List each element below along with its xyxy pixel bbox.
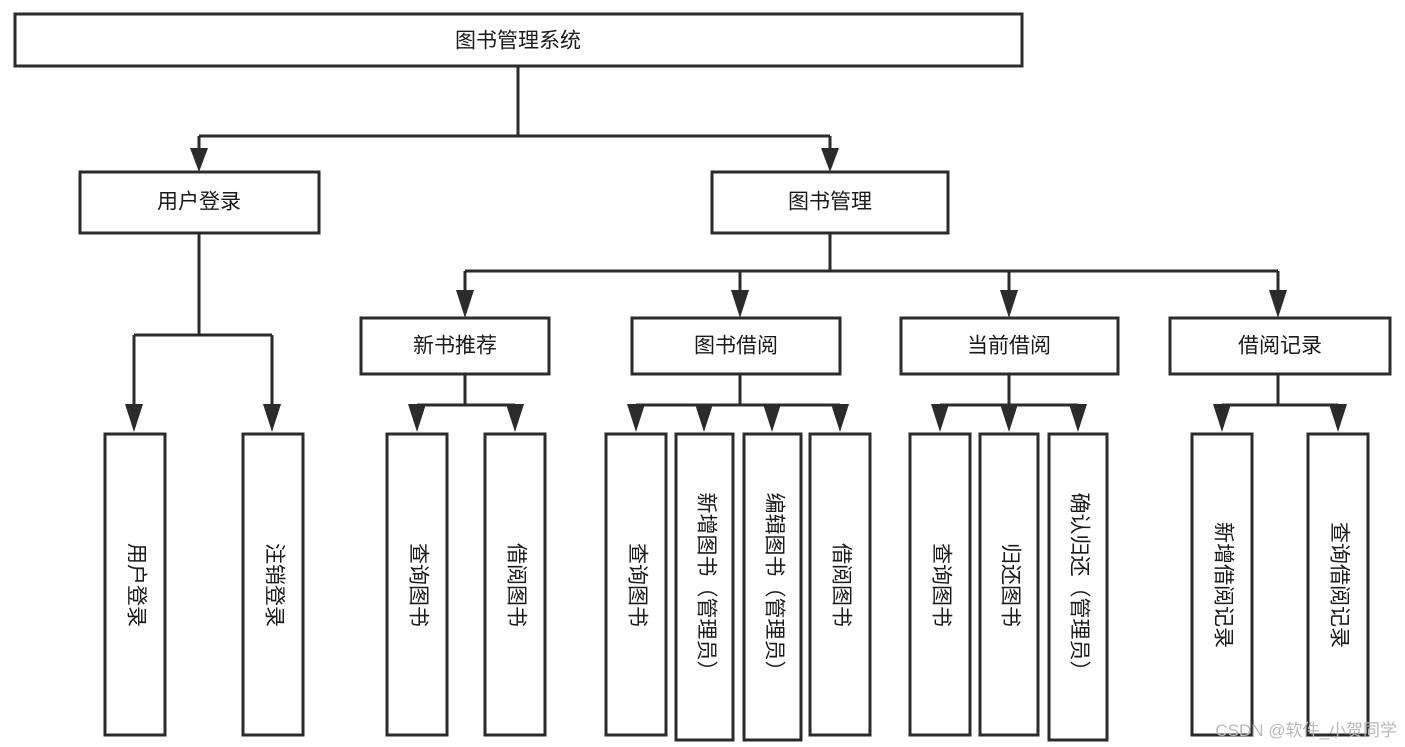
- node-user-login-box[interactable]: [78, 170, 321, 235]
- node-new-book-recommend-box[interactable]: [359, 316, 551, 376]
- node-root[interactable]: 图书管理系统: [13, 12, 1024, 68]
- node-book-borrow-box[interactable]: [630, 316, 842, 376]
- leaf-current-return-book[interactable]: 归还图书: [978, 432, 1040, 737]
- leaf-record-query[interactable]: 查询借阅记录: [1306, 432, 1370, 737]
- connector-layer: [125, 66, 1347, 432]
- leaf-recommend-borrow-book-box[interactable]: [483, 432, 547, 737]
- leaf-user-login[interactable]: 用户登录: [103, 432, 167, 737]
- arrow-book-borrow-leaf4: [831, 404, 849, 432]
- leaf-borrow-edit-book-label: 编辑图书（管理员）: [762, 493, 785, 682]
- leaf-borrow-borrow-book[interactable]: 借阅图书: [808, 432, 872, 737]
- node-borrow-record-box[interactable]: [1168, 316, 1392, 376]
- node-borrow-record[interactable]: 借阅记录: [1168, 316, 1392, 376]
- leaf-current-return-book-box[interactable]: [978, 432, 1040, 737]
- leaf-recommend-borrow-book-label: 借阅图书: [504, 543, 527, 627]
- leaf-borrow-add-book-label: 新增图书（管理员）: [694, 493, 717, 682]
- arrow-to-user-login: [190, 148, 208, 172]
- leaf-record-query-box[interactable]: [1306, 432, 1370, 737]
- leaf-record-add[interactable]: 新增借阅记录: [1190, 432, 1254, 737]
- node-new-book-recommend[interactable]: 新书推荐: [359, 316, 551, 376]
- leaf-user-logout[interactable]: 注销登录: [241, 432, 305, 737]
- leaf-current-return-book-label: 归还图书: [998, 543, 1021, 627]
- arrow-to-current-borrow: [1000, 290, 1018, 318]
- node-user-login-label: 用户登录: [157, 191, 241, 214]
- leaf-record-query-label: 查询借阅记录: [1327, 522, 1350, 648]
- leaf-record-add-label: 新增借阅记录: [1211, 522, 1234, 648]
- leaf-recommend-query-book-box[interactable]: [385, 432, 449, 737]
- leaf-borrow-borrow-book-label: 借阅图书: [829, 543, 852, 627]
- leaf-borrow-borrow-book-box[interactable]: [808, 432, 872, 737]
- leaf-borrow-add-book[interactable]: 新增图书（管理员）: [674, 432, 735, 742]
- leaf-borrow-edit-book-box[interactable]: [742, 432, 803, 742]
- leaf-recommend-query-book-label: 查询图书: [406, 543, 429, 627]
- arrow-current-borrow-leaf2: [1000, 404, 1018, 432]
- arrow-user-login-leaf2: [263, 404, 281, 432]
- arrow-to-book-manage: [821, 148, 839, 172]
- arrow-borrow-record-leaf2: [1329, 404, 1347, 432]
- leaf-user-logout-label: 注销登录: [262, 543, 285, 627]
- node-current-borrow-label: 当前借阅: [967, 335, 1051, 358]
- arrow-new-book-leaf1: [408, 404, 426, 432]
- arrow-to-new-book: [456, 290, 474, 318]
- node-book-borrow[interactable]: 图书借阅: [630, 316, 842, 376]
- leaf-borrow-edit-book[interactable]: 编辑图书（管理员）: [742, 432, 803, 742]
- leaf-borrow-query-book-label: 查询图书: [625, 543, 648, 627]
- node-book-manage[interactable]: 图书管理: [710, 170, 950, 235]
- leaf-user-logout-box[interactable]: [241, 432, 305, 737]
- arrow-book-borrow-leaf1: [627, 404, 645, 432]
- leaf-borrow-add-book-box[interactable]: [674, 432, 735, 742]
- node-root-label: 图书管理系统: [455, 30, 581, 53]
- node-root-box[interactable]: [13, 12, 1024, 68]
- leaf-record-add-box[interactable]: [1190, 432, 1254, 737]
- node-borrow-record-label: 借阅记录: [1238, 335, 1322, 358]
- leaf-current-query-book-label: 查询图书: [929, 543, 952, 627]
- node-book-manage-box[interactable]: [710, 170, 950, 235]
- leaf-user-login-box[interactable]: [103, 432, 167, 737]
- arrow-new-book-leaf2: [506, 404, 524, 432]
- leaf-current-confirm-return-label: 确认归还（管理员）: [1067, 493, 1090, 682]
- leaf-current-confirm-return-box[interactable]: [1047, 432, 1109, 742]
- arrow-current-borrow-leaf1: [931, 404, 949, 432]
- arrow-book-borrow-leaf2: [695, 404, 713, 432]
- node-current-borrow[interactable]: 当前借阅: [899, 316, 1120, 376]
- node-current-borrow-box[interactable]: [899, 316, 1120, 376]
- arrow-current-borrow-leaf3: [1069, 404, 1087, 432]
- node-book-borrow-label: 图书借阅: [694, 335, 778, 358]
- leaf-current-query-book[interactable]: 查询图书: [908, 432, 972, 737]
- leaf-recommend-query-book[interactable]: 查询图书: [385, 432, 449, 737]
- node-new-book-recommend-label: 新书推荐: [413, 335, 497, 358]
- leaf-borrow-query-book-box[interactable]: [604, 432, 668, 737]
- arrow-borrow-record-leaf1: [1213, 404, 1231, 432]
- arrow-user-login-leaf1: [125, 404, 143, 432]
- leaf-current-confirm-return[interactable]: 确认归还（管理员）: [1047, 432, 1109, 742]
- arrow-book-borrow-leaf3: [763, 404, 781, 432]
- leaf-borrow-query-book[interactable]: 查询图书: [604, 432, 668, 737]
- node-book-manage-label: 图书管理: [788, 191, 872, 214]
- node-user-login[interactable]: 用户登录: [78, 170, 321, 235]
- leaf-user-login-label: 用户登录: [124, 543, 147, 627]
- arrow-to-borrow-record: [1269, 290, 1287, 318]
- leaf-recommend-borrow-book[interactable]: 借阅图书: [483, 432, 547, 737]
- leaf-current-query-book-box[interactable]: [908, 432, 972, 737]
- arrow-to-book-borrow: [731, 290, 749, 318]
